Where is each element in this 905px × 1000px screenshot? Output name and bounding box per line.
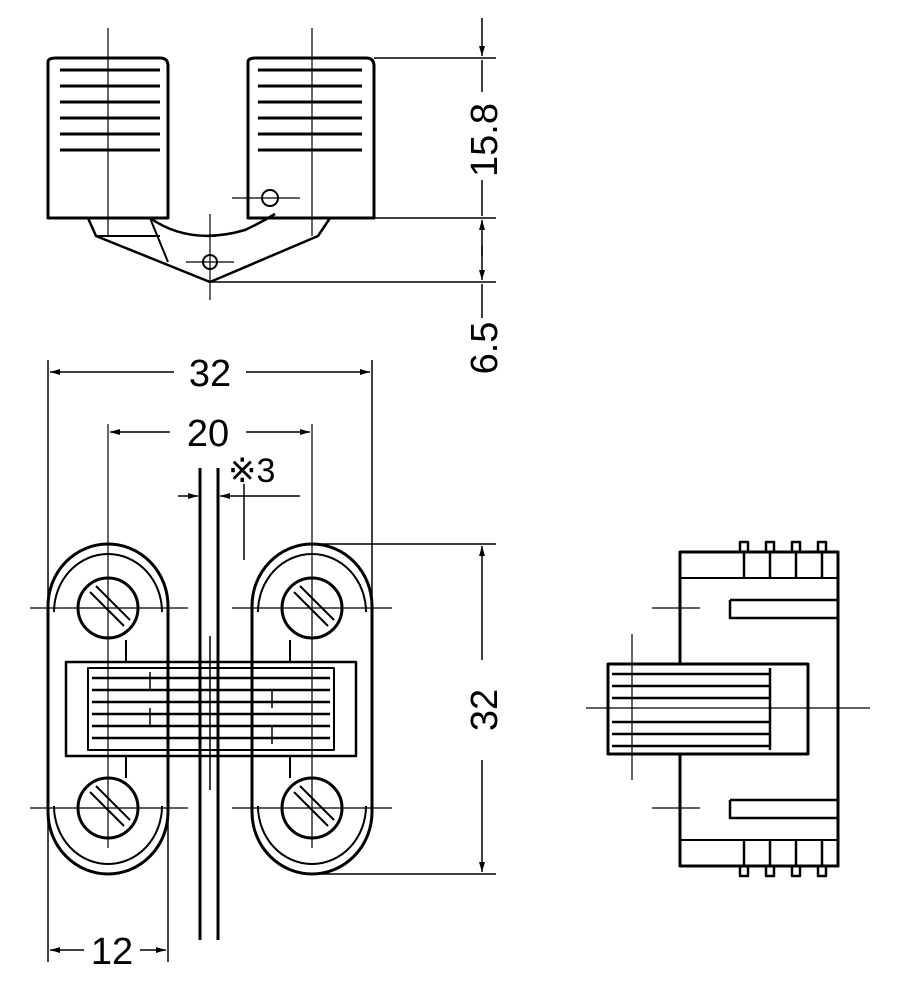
top-barrel-ribs [60,68,362,152]
dim-body-width: 12 [91,931,133,973]
dim-overall-width: 32 [189,353,231,395]
dim-hole-spacing: 20 [187,413,229,455]
front-right-leaf [250,542,374,876]
front-view [46,468,374,940]
top-left-barrel [46,56,170,220]
side-bottom-fins [680,839,838,878]
front-view-dimensions [30,360,496,962]
side-top-fins [680,540,838,579]
top-view [46,28,376,300]
top-view-dimensions [210,18,496,318]
dim-overall-height: 32 [464,689,506,731]
side-body [678,550,840,868]
front-link-plates [92,676,330,740]
dim-top-height: 15.8 [464,103,506,177]
side-view [586,540,870,878]
top-hinge-arm [86,217,332,284]
dim-arm-height: 6.5 [464,322,506,375]
top-right-barrel [246,56,376,220]
dim-mortise-note: ※3 [228,452,275,490]
side-link [606,662,810,756]
front-link-block [64,660,358,758]
